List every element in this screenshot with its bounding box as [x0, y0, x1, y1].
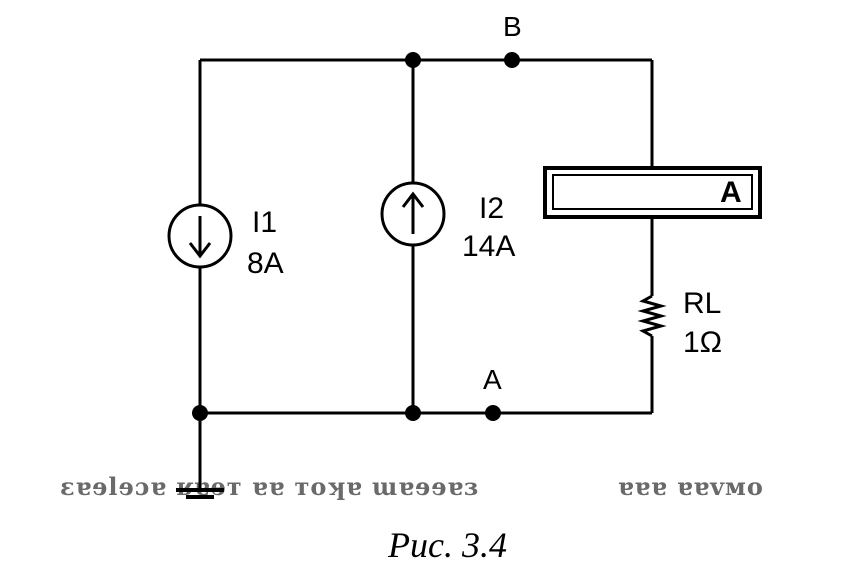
resistor-rl	[637, 294, 667, 338]
current-source-i1	[167, 203, 233, 269]
i1-name: I1	[252, 206, 277, 239]
ammeter-inner	[552, 174, 753, 210]
node-b-label: B	[503, 11, 522, 42]
i2-name: I2	[479, 192, 504, 225]
rl-name: RL	[683, 287, 721, 320]
i1-value: 8A	[247, 247, 284, 280]
arrow-down-icon	[188, 216, 212, 259]
figure-caption: Рис. 3.4	[387, 525, 507, 565]
junction-bottom-left	[192, 405, 208, 421]
arrow-up-icon	[401, 191, 425, 234]
junction-bottom-middle	[405, 405, 421, 421]
node-a-dot	[485, 405, 501, 421]
junctions	[192, 52, 520, 421]
node-a-label: A	[483, 364, 502, 395]
i2-value: 14A	[462, 230, 515, 263]
junction-top-middle	[405, 52, 421, 68]
rl-value: 1Ω	[683, 326, 722, 359]
wires	[198, 58, 654, 488]
bleed-through-right: ɐɐɐ ɐɐvмo	[618, 472, 764, 501]
bleed-through-left: ɛɐɘlɘɔɐ ʁɐɘт ɐɐ тоʞɐ ɯɐɘɘɐɜ	[60, 472, 479, 501]
node-b-dot	[504, 52, 520, 68]
ammeter-label: A	[720, 176, 742, 209]
ground-icon	[176, 488, 224, 499]
current-source-i2	[380, 181, 446, 247]
ammeter: A	[543, 166, 762, 219]
